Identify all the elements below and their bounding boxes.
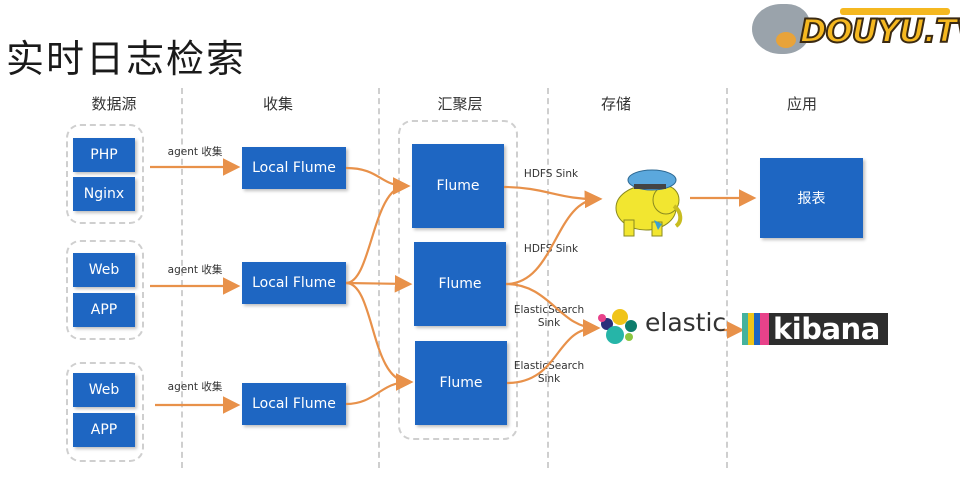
- kibana-label: kibana: [769, 313, 888, 345]
- elastic-logo-icon: [598, 309, 637, 344]
- arrow-flume-to-hdfs: [503, 185, 603, 209]
- source-group: [66, 124, 144, 224]
- column-header-application: 应用: [786, 95, 817, 113]
- column-header-collect: 收集: [262, 95, 293, 113]
- sink-label-hdfs: HDFS Sink: [523, 168, 579, 180]
- flume-aggregator: Flume: [415, 341, 507, 425]
- arrow-collector-to-flume: [345, 166, 411, 195]
- column-header-storage: 存储: [600, 95, 631, 113]
- arrow-collector-to-flume: [345, 177, 411, 285]
- kibana-bar: [754, 313, 760, 345]
- edge-label-agent: agent 收集: [167, 146, 223, 158]
- edge-label-agent: agent 收集: [167, 264, 223, 276]
- column-divider: [181, 88, 183, 468]
- local-flume: Local Flume: [242, 383, 346, 425]
- source-app: APP: [73, 293, 135, 327]
- report-box: 报表: [760, 158, 863, 238]
- elastic-label: elastic: [645, 308, 727, 337]
- column-divider: [726, 88, 728, 468]
- source-nginx: Nginx: [73, 177, 135, 211]
- arrow-collector-to-flume: [345, 373, 414, 406]
- local-flume: Local Flume: [242, 147, 346, 189]
- column-header-aggregate: 汇聚层: [437, 95, 483, 113]
- column-divider: [547, 88, 549, 468]
- source-web: Web: [73, 253, 135, 287]
- kibana-bar: [748, 313, 754, 345]
- source-group: [66, 240, 144, 340]
- column-header-sources: 数据源: [91, 95, 137, 113]
- arrow-collector-to-flume: [345, 274, 413, 293]
- kibana-logo-icon: kibana: [742, 313, 888, 345]
- edge-label-agent: agent 收集: [167, 381, 223, 393]
- source-web: Web: [73, 373, 135, 407]
- column-divider: [378, 88, 380, 468]
- arrow-flume-to-hdfs: [505, 190, 603, 286]
- arrow-flume-to-elastic: [506, 319, 601, 385]
- douyu-logo: DOUYU.TV: [748, 2, 960, 60]
- arrow-collector-to-flume: [345, 281, 414, 391]
- shark-mascot-icon: [752, 4, 810, 54]
- hadoop-elephant-icon: [615, 169, 683, 237]
- logo-stripe: [840, 8, 950, 15]
- source-app: APP: [73, 413, 135, 447]
- arrow-flume-to-elastic: [505, 282, 601, 337]
- kibana-bar: [760, 313, 769, 345]
- local-flume: Local Flume: [242, 262, 346, 304]
- flume-aggregator: Flume: [412, 144, 504, 228]
- source-group: [66, 362, 144, 462]
- source-php: PHP: [73, 138, 135, 172]
- logo-text: DOUYU.TV: [799, 11, 960, 51]
- flume-aggregator: Flume: [414, 242, 506, 326]
- page-title: 实时日志检索: [6, 37, 247, 81]
- kibana-bar: [742, 313, 748, 345]
